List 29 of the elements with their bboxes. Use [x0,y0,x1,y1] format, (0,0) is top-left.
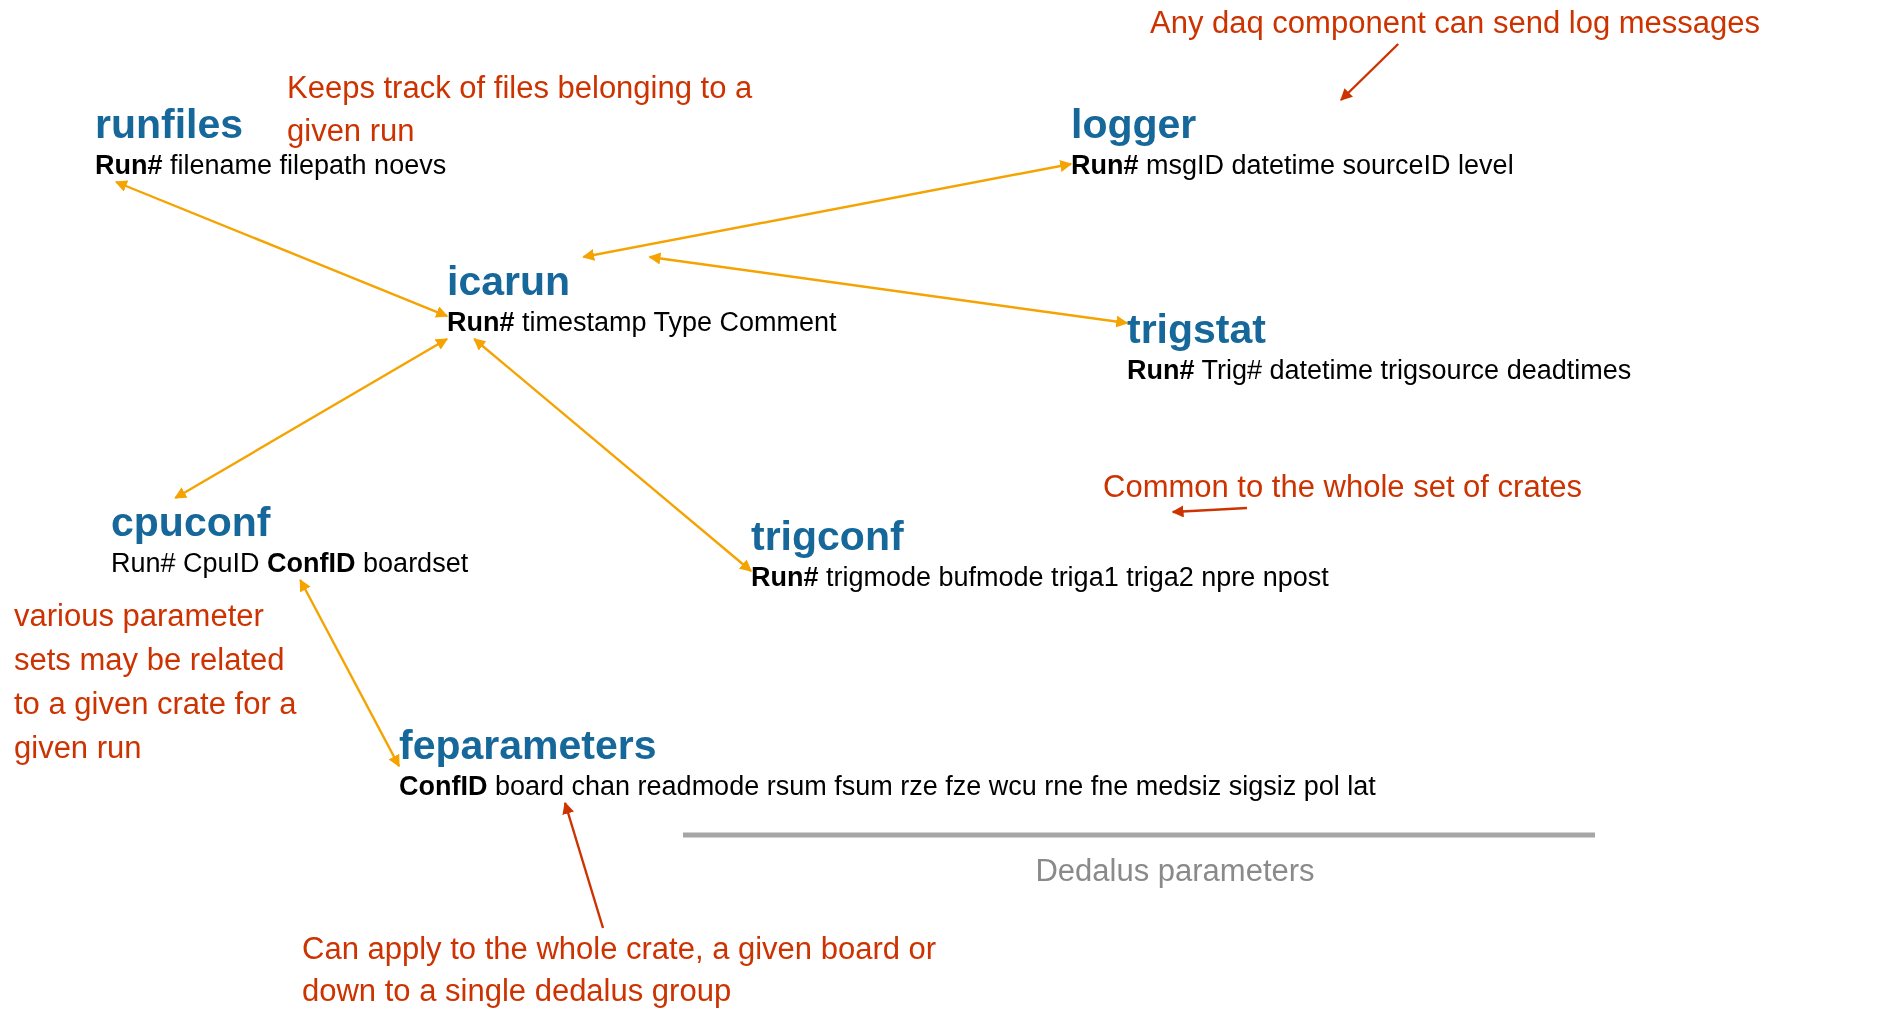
leader-arrow [562,801,605,929]
field-list: Run# timestamp Type Comment [447,305,837,339]
field-list: Run# filename filepath noevs [95,148,447,182]
table-name: cpuconf [111,498,271,546]
table-name: trigconf [751,512,904,560]
leader-arrow [1171,505,1248,518]
leader-arrow [1340,43,1400,101]
arrow [114,180,449,318]
table-name: feparameters [399,721,657,769]
annotation-text: Any daq component can send log messages [1150,2,1880,44]
field-list: Run# CpuID ConfID boardset [111,546,469,580]
arrow [582,160,1073,261]
annotation-text: Can apply to the whole crate, a given board or down to a single dedalus group [302,928,1002,1012]
field-list: ConfID board chan readmode rsum fsum rze fze wcu rne fne medsiz sigsiz pol lat [399,769,1376,803]
bracket-label: Dedalus parameters [1034,852,1316,890]
annotation-text: Keeps track of files belonging to a given run [287,69,754,150]
field-list: Run# trigmode bufmode triga1 triga2 npre npost [751,560,1329,594]
arrow [648,252,1129,328]
table-name: logger [1071,100,1197,148]
annotation-text: various parameter sets may be related to a given crate for a given run [14,597,298,767]
table-name: icarun [447,257,571,305]
arrow [473,338,752,572]
field-list: Run# Trig# datetime trigsource deadtimes [1127,353,1632,387]
arrow [299,578,401,768]
table-name: runfiles [95,100,244,148]
table-name: trigstat [1127,305,1266,353]
annotation-text: Common to the whole set of crates [1103,466,1703,508]
arrow [174,337,449,500]
field-list: Run# msgID datetime sourceID level [1071,148,1514,182]
